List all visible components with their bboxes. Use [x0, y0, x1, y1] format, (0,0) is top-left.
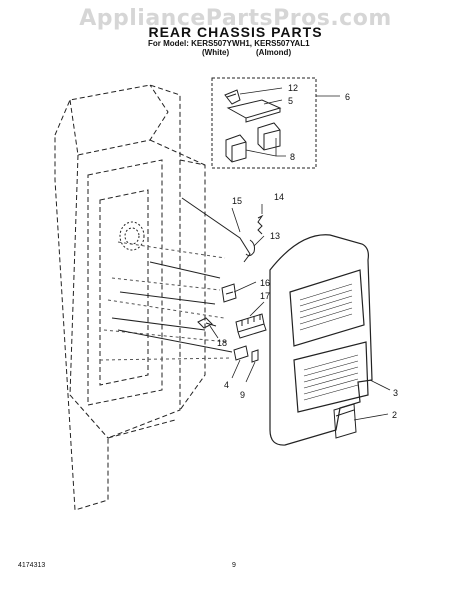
page-number: 9 — [232, 562, 236, 569]
terminal-block-right — [257, 122, 281, 151]
doc-number: 4174313 — [18, 562, 46, 569]
callout-leaders — [209, 87, 391, 421]
callout-5: 5 — [288, 96, 293, 106]
oven-cabinet-outline — [54, 84, 206, 511]
connector-part — [221, 283, 237, 303]
panel-vent-lower — [303, 354, 359, 401]
color-white: (White) — [202, 48, 230, 57]
callout-18: 18 — [217, 338, 227, 348]
callout-17: 17 — [260, 291, 270, 301]
clip-part — [224, 89, 241, 105]
callout-labels: 12 5 6 8 15 14 13 16 17 18 4 9 3 2 — [217, 83, 398, 420]
terminal-strip — [235, 313, 267, 339]
watermark: AppliancePartsPros.com — [79, 6, 392, 31]
callout-14: 14 — [274, 192, 284, 202]
screw-part — [197, 317, 217, 329]
bracket-small — [233, 345, 249, 361]
model-line: For Model: KERS507YWH1, KERS507YAL1 — [148, 39, 310, 48]
rod-part — [181, 197, 251, 263]
callout-16: 16 — [260, 278, 270, 288]
callout-8: 8 — [290, 152, 295, 162]
callout-12: 12 — [288, 83, 298, 93]
rear-panel — [269, 234, 373, 446]
spring-part — [257, 214, 264, 235]
page-title: REAR CHASSIS PARTS — [148, 24, 323, 40]
hook-part — [245, 239, 255, 257]
callout-4: 4 — [224, 380, 229, 390]
part-leader-lines — [111, 261, 233, 353]
panel-vent-upper — [299, 283, 353, 331]
callout-6: 6 — [345, 92, 350, 102]
callout-13: 13 — [270, 231, 280, 241]
bracket-part — [333, 403, 357, 439]
chassis-guide-lines — [99, 241, 233, 361]
callout-9: 9 — [240, 390, 245, 400]
callout-2: 2 — [392, 410, 397, 420]
color-almond: (Almond) — [256, 48, 292, 57]
screw-small — [251, 349, 259, 363]
cabinet-opening — [119, 221, 145, 251]
callout-15: 15 — [232, 196, 242, 206]
callout-3: 3 — [393, 388, 398, 398]
terminal-block-left — [225, 134, 247, 163]
inset-frame — [211, 77, 317, 169]
mounting-plate — [226, 99, 282, 123]
